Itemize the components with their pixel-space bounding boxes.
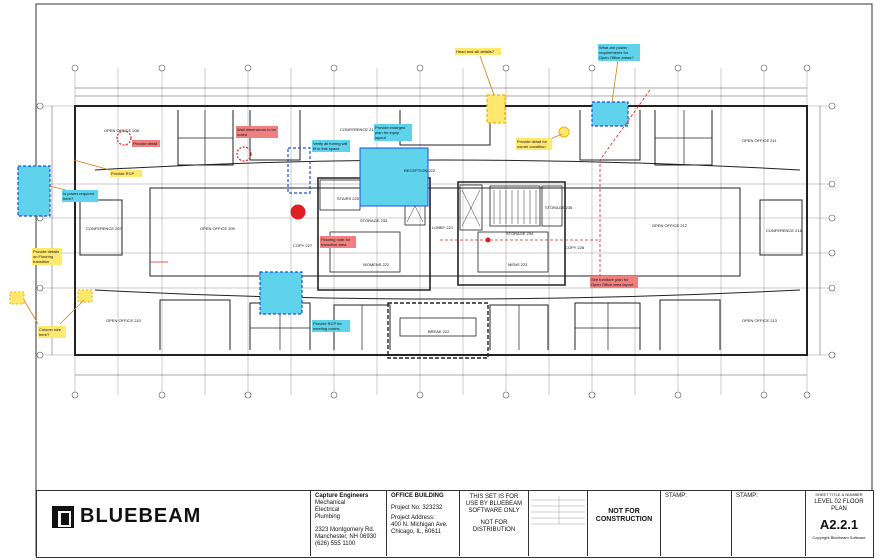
- grid-bubbles: [36, 64, 836, 399]
- construction-note: CONSTRUCTION: [595, 516, 653, 523]
- note-callout[interactable]: Provide RCP for meeting rooms: [312, 320, 350, 332]
- markup-annotations: [9, 55, 651, 325]
- building-outline: [74, 105, 808, 356]
- project-address-label: Project Address:: [391, 515, 435, 521]
- room-tag: STORAGE 233: [360, 218, 388, 223]
- discipline: Electrical: [315, 507, 340, 513]
- note-callout[interactable]: Head and sill details?: [455, 48, 501, 55]
- room-tag: MENS 223: [508, 262, 528, 267]
- sheet-title: PLAN: [831, 506, 847, 512]
- markup-rect-cyan[interactable]: [359, 147, 429, 207]
- disclaimer-line: THIS SET IS FOR: [469, 494, 519, 500]
- room-tag: OPEN OFFICE 211: [742, 138, 777, 143]
- note-callout[interactable]: Verify all furring will fit in this spac…: [312, 140, 350, 152]
- discipline: Mechanical: [315, 500, 346, 506]
- project-address: Chicago, IL, 60611: [391, 529, 441, 535]
- note-callout[interactable]: Wall dimensions to be noted: [236, 126, 278, 138]
- project-title: OFFICE BUILDING: [391, 493, 444, 499]
- room-tag: OPEN OFFICE 209: [200, 226, 235, 231]
- markup-cloud-red[interactable]: [116, 130, 132, 146]
- company-name: Capture Engineers: [315, 493, 369, 499]
- disclaimer-line: USE BY BLUEBEAM: [465, 501, 523, 507]
- room-tag: CONFERENCE 216: [766, 228, 802, 233]
- room-tag: CONFERENCE 215: [340, 127, 376, 132]
- construction-block: NOT FOR CONSTRUCTION: [587, 490, 660, 556]
- markup-cloud-yellow[interactable]: [9, 291, 25, 305]
- project-number: Project No: 323232: [391, 505, 443, 511]
- markup-cloud-yellow[interactable]: [486, 94, 506, 124]
- note-callout[interactable]: See furniture plan for Open Office area …: [590, 276, 638, 288]
- markup-cloud-blue[interactable]: [591, 101, 629, 127]
- copyright-note: Copyright Bluebeam Software: [812, 535, 866, 540]
- note-callout[interactable]: What are power requirements for Open Off…: [598, 44, 640, 61]
- room-tag: LOBBY 221: [432, 225, 454, 230]
- company-phone: (626) 555 1100: [315, 541, 356, 547]
- stamp-block: STAMP:: [731, 490, 805, 556]
- room-tag: OPEN OFFICE 212: [652, 223, 687, 228]
- sheet-title-label: SHEET TITLE & NUMBER: [815, 492, 863, 497]
- room-tag: OPEN OFFICE 213: [742, 318, 777, 323]
- distribution-note: NOT FOR: [480, 520, 508, 526]
- room-tag: OPEN OFFICE 208: [104, 128, 139, 133]
- company-address: Manchester, NH 06930: [315, 534, 377, 540]
- markup-cloud-yellow[interactable]: [558, 126, 570, 138]
- note-callout[interactable]: Provide RCP: [110, 170, 142, 177]
- room-tag: COPY 227: [293, 243, 313, 248]
- project-block: OFFICE BUILDING Project No: 323232 Proje…: [386, 490, 459, 556]
- markup-cloud-blue[interactable]: [259, 271, 303, 315]
- room-tag: STAIRS 225: [337, 196, 359, 201]
- break-counter: [399, 317, 477, 337]
- sheet-border: [35, 3, 873, 557]
- company-address: 2323 Montgomery Rd.: [315, 527, 375, 533]
- markup-cloud-red[interactable]: [236, 146, 252, 162]
- stamp-label: STAMP:: [736, 493, 758, 499]
- stamp-label: STAMP:: [665, 493, 687, 499]
- room-tag: OPEN OFFICE 210: [106, 318, 141, 323]
- bluebeam-logo-icon: [52, 505, 74, 528]
- revision-table: [531, 496, 585, 525]
- distribution-note: DISTRIBUTION: [472, 527, 516, 533]
- room-tag: BREAK 222: [428, 329, 450, 334]
- note-callout[interactable]: Flooring note for transition area: [320, 236, 356, 248]
- construction-note: NOT FOR: [608, 508, 640, 515]
- room-tag: RECEPTION 222: [404, 168, 436, 173]
- note-callout[interactable]: Is power required here?: [62, 190, 98, 202]
- room-tag: CONFERENCE 207: [86, 226, 122, 231]
- room-tag: COPY 228: [565, 245, 585, 250]
- discipline: Plumbing: [315, 514, 341, 520]
- note-callout[interactable]: Provide enlarged plan for equip layout: [374, 124, 412, 141]
- markup-cloud-yellow[interactable]: [77, 289, 93, 303]
- dimension-lines: [51, 87, 821, 376]
- note-callout[interactable]: Provide detail for corner condition: [516, 138, 552, 150]
- markup-cloud-blue[interactable]: [287, 147, 311, 194]
- markup-cloud-blue[interactable]: [17, 165, 51, 217]
- markup-dot-red[interactable]: [290, 204, 306, 220]
- note-callout[interactable]: Column size here?: [38, 326, 66, 338]
- sheet-title: LEVEL 02 FLOOR: [814, 499, 864, 505]
- brand-name: BLUEBEAM: [80, 505, 202, 527]
- markup-leader-red: [599, 89, 651, 280]
- revision-block: [528, 490, 587, 556]
- sheet-number: A2.2.1: [819, 517, 859, 532]
- sheet-title-block: SHEET TITLE & NUMBER LEVEL 02 FLOOR PLAN…: [805, 490, 872, 556]
- bluebeam-logo: BLUEBEAM: [52, 505, 201, 528]
- room-tag: STORAGE 234: [506, 231, 534, 236]
- room-tag: WOMENS 222: [363, 262, 390, 267]
- disclaimer-block: THIS SET IS FOR USE BY BLUEBEAM SOFTWARE…: [459, 490, 528, 556]
- company-block: Capture Engineers Mechanical Electrical …: [310, 490, 386, 556]
- stamp-block: STAMP:: [660, 490, 731, 556]
- title-block: [36, 490, 874, 558]
- break-room-outline: [387, 302, 489, 359]
- grid-lines: [40, 68, 832, 395]
- project-address: 400 N. Michigan Ave.: [391, 522, 448, 528]
- room-tag: STORAGE 235: [545, 205, 573, 210]
- note-callout[interactable]: Provide details on Flooring transition: [32, 248, 62, 265]
- note-callout[interactable]: Provide detail: [132, 140, 160, 147]
- disclaimer-line: SOFTWARE ONLY: [468, 508, 520, 514]
